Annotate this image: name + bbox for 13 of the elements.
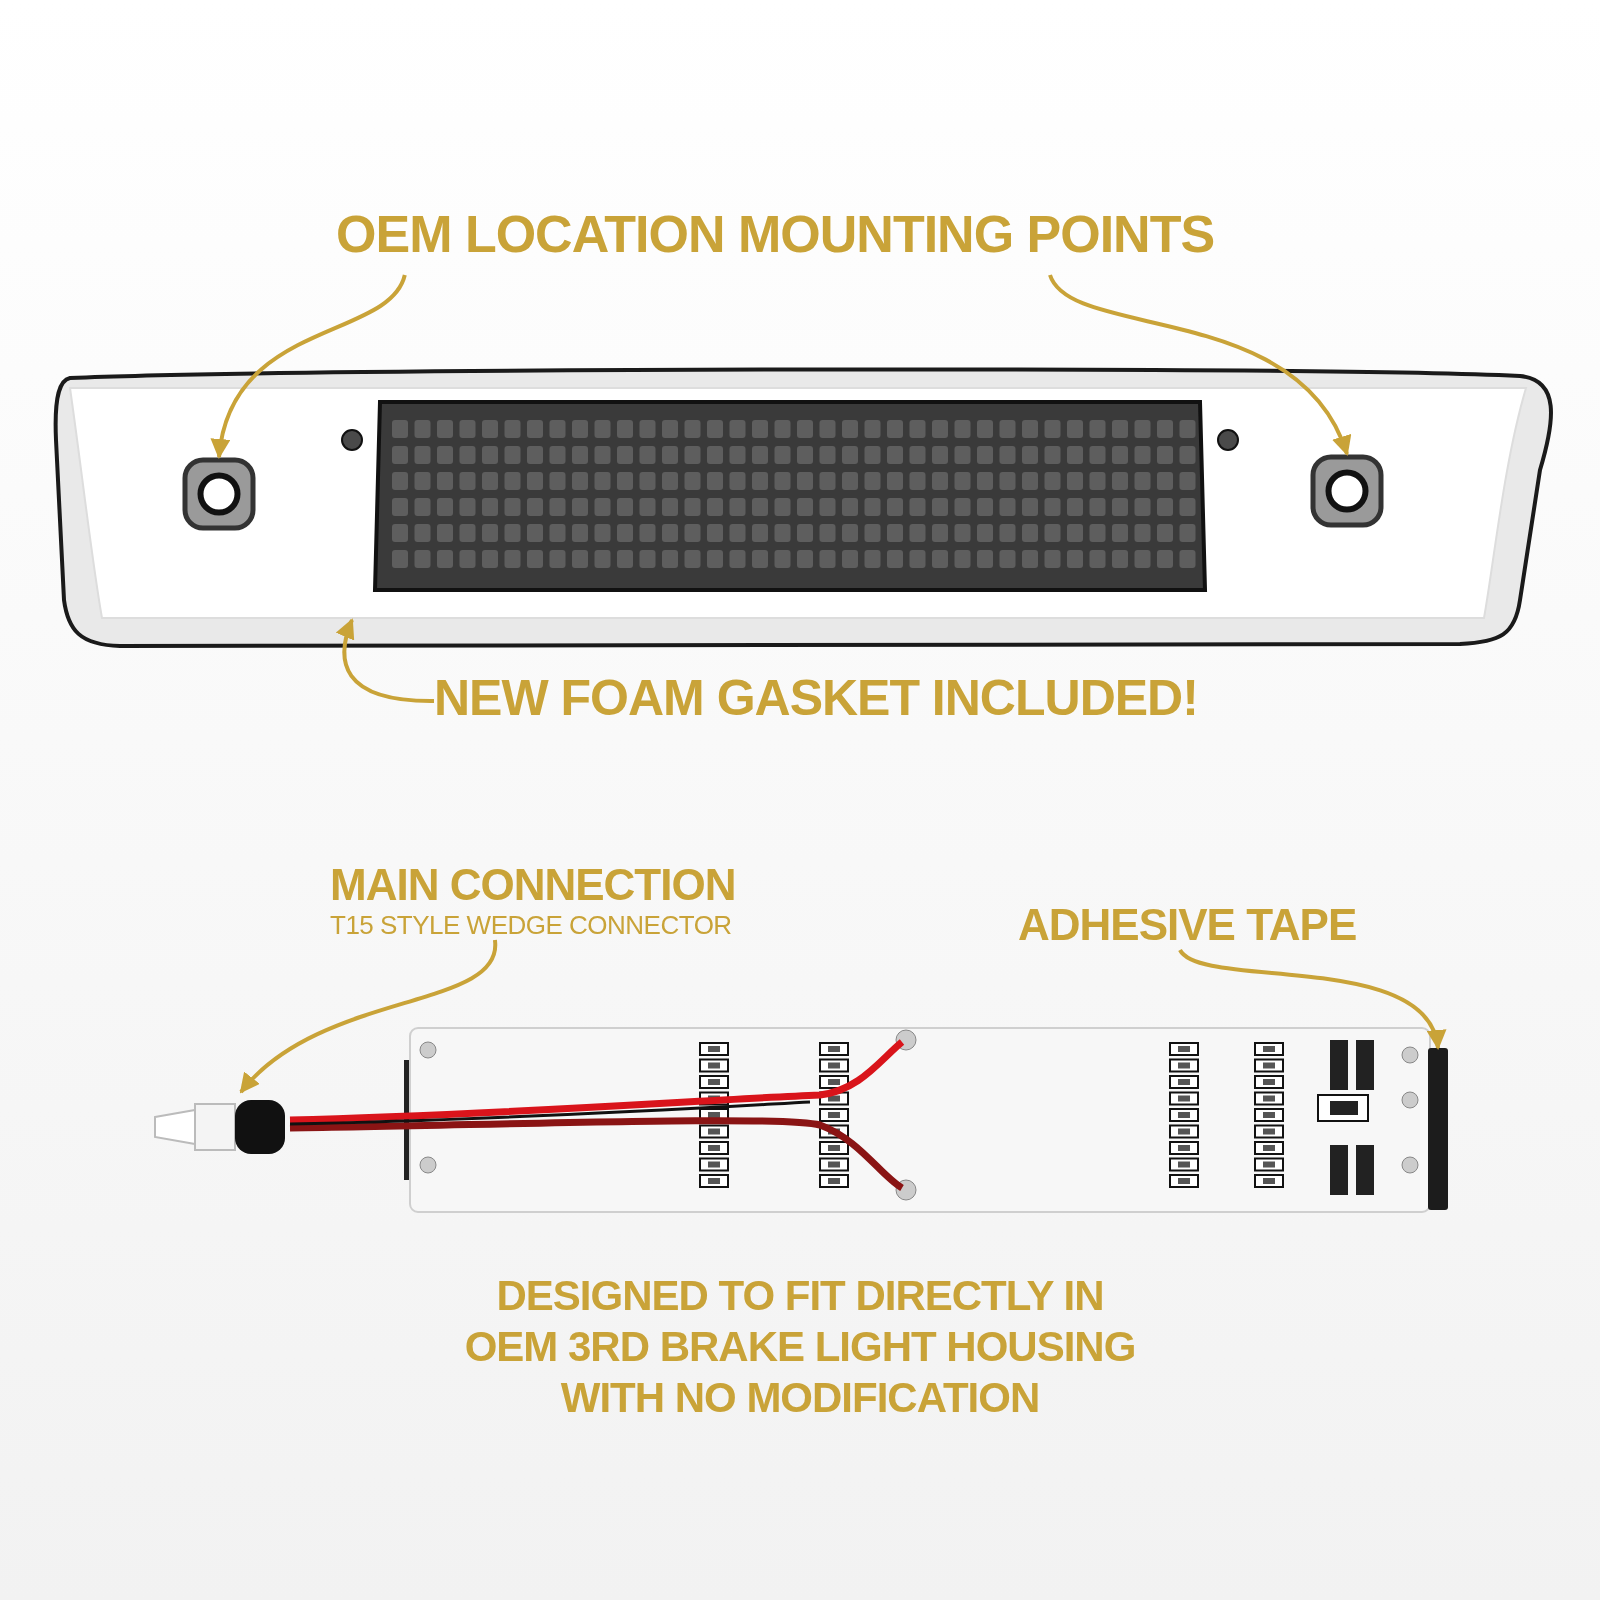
leader-arrow [239,939,497,1094]
leader-arrow [212,274,407,459]
description-text: DESIGNED TO FIT DIRECTLY IN OEM 3RD BRAKE LIGHT HOUSING WITH NO MODIFICATION [463,1271,1137,1424]
leader-arrow [1048,273,1349,456]
adhesive-tape-strip [1428,1048,1448,1210]
callout-subtitle: T15 STYLE WEDGE CONNECTOR [330,910,732,941]
leader-arrow [336,618,435,703]
callout-text: ADHESIVE TAPE [1018,900,1357,951]
callout-text: OEM LOCATION MOUNTING POINTS [336,205,1215,265]
mounting-hole [1310,454,1384,528]
callout-text: NEW FOAM GASKET INCLUDED! [434,670,1198,728]
mounting-hole [182,457,256,531]
callout-text: MAIN CONNECTION [330,860,736,911]
